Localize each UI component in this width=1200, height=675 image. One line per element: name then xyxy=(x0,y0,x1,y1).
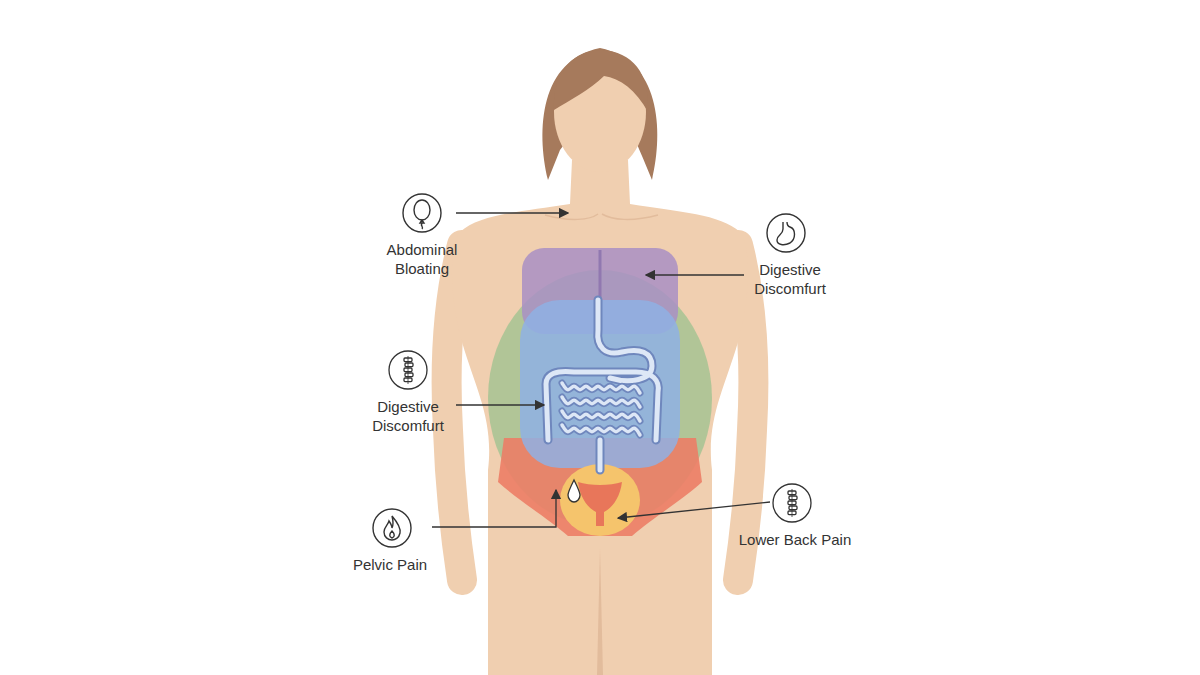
balloon-icon xyxy=(403,194,441,232)
intestine-coil xyxy=(562,397,640,407)
collarbone xyxy=(545,214,658,219)
symptom-label: Digestive Discomfurt xyxy=(735,260,845,298)
digestive-tract xyxy=(546,300,658,470)
intestine-coil xyxy=(562,383,640,393)
intestine-coil xyxy=(562,397,640,407)
vertebra xyxy=(789,496,797,500)
leader-lines xyxy=(432,213,770,527)
intestine-coil xyxy=(562,411,640,421)
intestine-coil xyxy=(562,425,640,435)
leg-gap xyxy=(597,548,603,675)
uterus xyxy=(578,482,622,526)
hair xyxy=(543,48,658,180)
leader-arrow xyxy=(432,490,556,527)
symptom-label: Lower Back Pain xyxy=(715,530,875,549)
symptom-label: Pelvic Pain xyxy=(330,555,450,574)
leader-arrow xyxy=(618,502,770,518)
spinal-line xyxy=(792,489,793,517)
spine-icon xyxy=(389,351,427,389)
vertebra xyxy=(405,363,413,367)
flame-icon xyxy=(373,509,411,547)
droplet xyxy=(568,480,580,502)
vertebra xyxy=(405,373,413,377)
stomach-icon xyxy=(767,214,805,252)
symptom-label: Digestive Discomfurt xyxy=(353,397,463,435)
intestine-coil xyxy=(562,383,640,393)
leader-arrow xyxy=(456,404,544,405)
leader-arrow xyxy=(456,212,568,213)
spine-icon xyxy=(773,484,811,522)
yellow-region xyxy=(560,464,640,536)
hair-front xyxy=(554,50,648,112)
torso xyxy=(452,160,748,675)
vertebra xyxy=(789,506,797,510)
symptom-label: Abdominal Bloating xyxy=(367,240,477,278)
intestine-coil xyxy=(562,425,640,435)
leader-arrow xyxy=(646,274,744,275)
spinal-line xyxy=(408,356,409,384)
intestine-coil xyxy=(562,411,640,421)
